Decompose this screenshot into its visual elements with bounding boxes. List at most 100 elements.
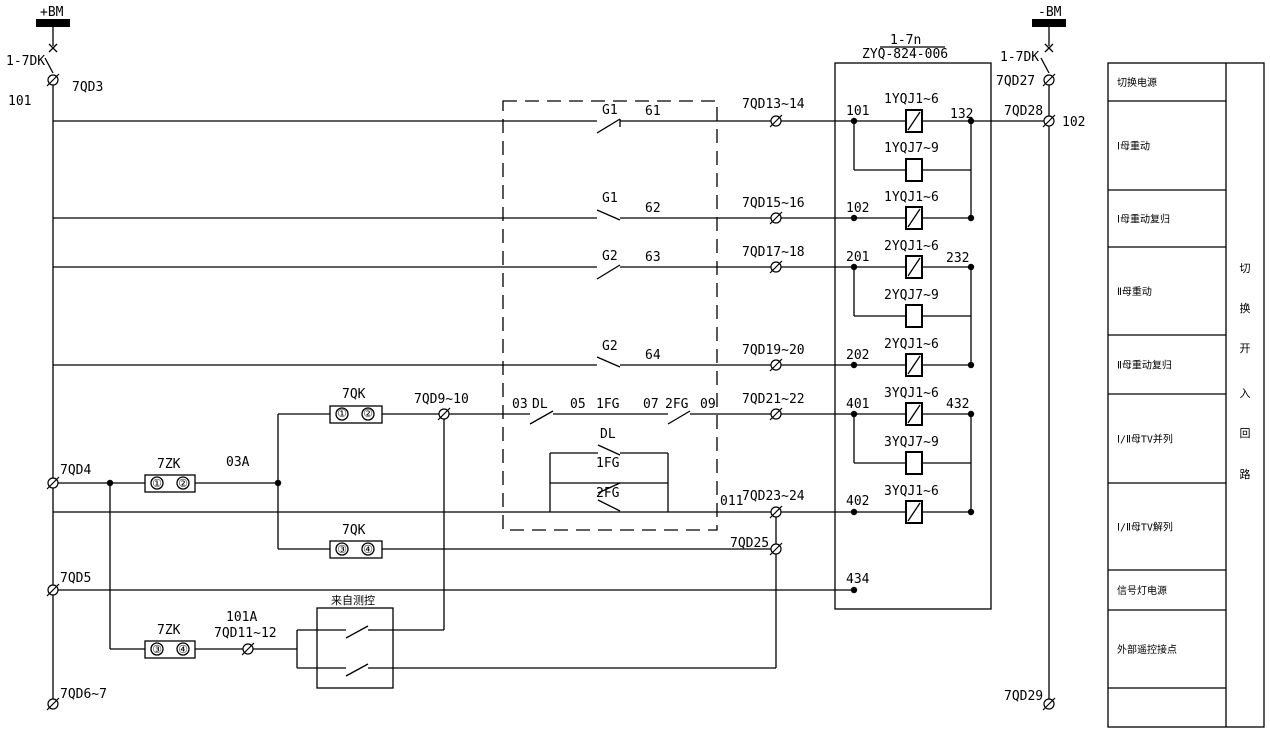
label-2fg-bypass: 2FG — [596, 486, 620, 501]
zk-p4: ④ — [178, 643, 188, 656]
junction-dot — [850, 361, 858, 369]
junction-dot — [967, 117, 975, 125]
relay-label-6: 2YQJ1~6 — [884, 337, 939, 352]
relay-label-2: 1YQJ7~9 — [884, 141, 939, 156]
left-breaker-label: 1-7DK — [6, 54, 45, 69]
label-101a: 101A — [226, 610, 257, 625]
dev-out-232: 232 — [946, 251, 969, 266]
junction-dot — [967, 410, 975, 418]
label-dl: DL — [532, 397, 548, 412]
label-61: 61 — [645, 104, 661, 119]
label-09: 09 — [700, 397, 716, 412]
terminal-symbol — [46, 583, 60, 597]
contact-1fg-bypass[interactable] — [597, 482, 621, 494]
label-63: 63 — [645, 250, 661, 265]
contact-2fg-bypass[interactable] — [597, 499, 621, 512]
junction-dot — [967, 361, 975, 369]
relay-label-7: 3YQJ1~6 — [884, 386, 939, 401]
label-g2-a: G2 — [602, 249, 618, 264]
qk-p3: ③ — [337, 543, 347, 556]
relay-label-3: 1YQJ1~6 — [884, 190, 939, 205]
relay-coil — [905, 206, 923, 230]
terminal-symbol — [769, 114, 783, 128]
term-7qd9: 7QD9~10 — [414, 392, 469, 407]
remote-control-box — [316, 607, 394, 689]
term-7qd29: 7QD29 — [1004, 689, 1043, 704]
table-row-label: Ⅰ母重动 — [1117, 140, 1150, 153]
label-05: 05 — [570, 397, 586, 412]
junction-dot — [850, 214, 858, 222]
right-breaker-label: 1-7DK — [1000, 50, 1039, 65]
term-7qd28: 7QD28 — [1004, 104, 1043, 119]
relay-label-4: 2YQJ1~6 — [884, 239, 939, 254]
terminal-symbol — [1042, 114, 1056, 128]
table-title-char: 开 — [1240, 342, 1251, 355]
qk-p4: ④ — [363, 543, 373, 556]
dev-in-401: 401 — [846, 397, 869, 412]
zk-p2: ② — [178, 477, 188, 490]
term-7qd6: 7QD6~7 — [60, 687, 107, 702]
relay-coil — [905, 353, 923, 377]
relay-coil — [905, 304, 923, 328]
terminal-symbol — [1042, 73, 1056, 87]
qk-p1: ① — [337, 407, 347, 420]
contact-2fg[interactable] — [667, 410, 691, 425]
junction-dot — [850, 263, 858, 271]
dev-in-201: 201 — [846, 250, 869, 265]
function-table — [1107, 62, 1265, 728]
node-102-right: 102 — [1062, 115, 1085, 130]
junction-dot — [967, 214, 975, 222]
remote-contact-1[interactable] — [345, 625, 369, 639]
zk-switch-1-2[interactable] — [144, 474, 196, 493]
remote-contact-2[interactable] — [345, 663, 369, 677]
relay-label-5: 2YQJ7~9 — [884, 288, 939, 303]
function-table-rows: 切换电源Ⅰ母重动Ⅰ母重动复归Ⅱ母重动Ⅱ母重动复归Ⅰ/Ⅱ母TV并列Ⅰ/Ⅱ母TV解列… — [1108, 76, 1226, 689]
label-03a: 03A — [226, 455, 250, 470]
dev-in-102: 102 — [846, 201, 869, 216]
term-7qd5: 7QD5 — [60, 571, 91, 586]
contact-g2-63[interactable] — [596, 264, 621, 280]
table-row-label: 外部遥控接点 — [1117, 643, 1177, 656]
relay-label-1: 1YQJ1~6 — [884, 92, 939, 107]
junction-dot — [274, 479, 282, 487]
neg-bus-label: -BM — [1038, 5, 1062, 20]
term-7qd3: 7QD3 — [72, 80, 103, 95]
label-g1-b: G1 — [602, 191, 618, 206]
device-box — [834, 62, 992, 610]
label-64: 64 — [645, 348, 661, 363]
label-1fg: 1FG — [596, 397, 620, 412]
table-row-label: 切换电源 — [1117, 76, 1157, 89]
relay-label-9: 3YQJ1~6 — [884, 484, 939, 499]
term-7qd19: 7QD19~20 — [742, 343, 805, 358]
right-breaker[interactable] — [1040, 27, 1054, 74]
pos-bus-bar — [36, 19, 70, 27]
label-011: 011 — [720, 494, 743, 509]
junction-dot — [967, 508, 975, 516]
table-title-char: 换 — [1240, 301, 1251, 315]
term-7qd27: 7QD27 — [996, 74, 1035, 89]
terminal-symbol — [46, 697, 60, 711]
device-model: ZYQ-824-006 — [862, 47, 948, 62]
label-62: 62 — [645, 201, 661, 216]
contact-g1-61[interactable] — [596, 118, 621, 134]
terminal-symbol — [769, 407, 783, 421]
terminal-symbol — [46, 73, 60, 87]
label-g2-b: G2 — [602, 339, 618, 354]
label-07: 07 — [643, 397, 659, 412]
contact-dl[interactable] — [529, 410, 554, 425]
left-breaker[interactable] — [44, 27, 58, 74]
zk-label-top: 7ZK — [157, 457, 181, 472]
contact-dl-bypass[interactable] — [597, 444, 621, 456]
zk-label-bottom: 7ZK — [157, 623, 181, 638]
term-7qd13: 7QD13~14 — [742, 97, 805, 112]
contact-g1-62[interactable] — [596, 209, 621, 221]
label-2fg: 2FG — [665, 397, 689, 412]
table-row-label: Ⅰ/Ⅱ母TV并列 — [1117, 433, 1173, 446]
term-7qd15: 7QD15~16 — [742, 196, 805, 211]
contact-g2-64[interactable] — [596, 356, 621, 368]
dev-in-402: 402 — [846, 494, 869, 509]
terminal-symbol — [769, 505, 783, 519]
